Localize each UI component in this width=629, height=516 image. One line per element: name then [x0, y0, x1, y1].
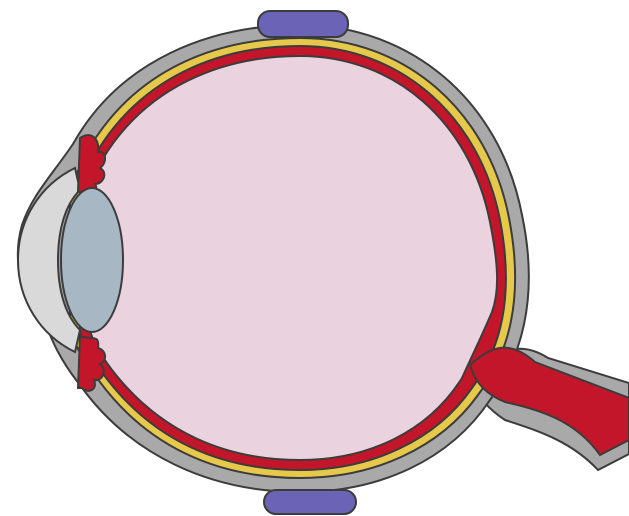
extraocular-muscle-lower: [264, 490, 356, 514]
lens: [61, 188, 123, 332]
extraocular-muscle-upper: [258, 11, 348, 37]
vitreous-body: [90, 56, 497, 460]
